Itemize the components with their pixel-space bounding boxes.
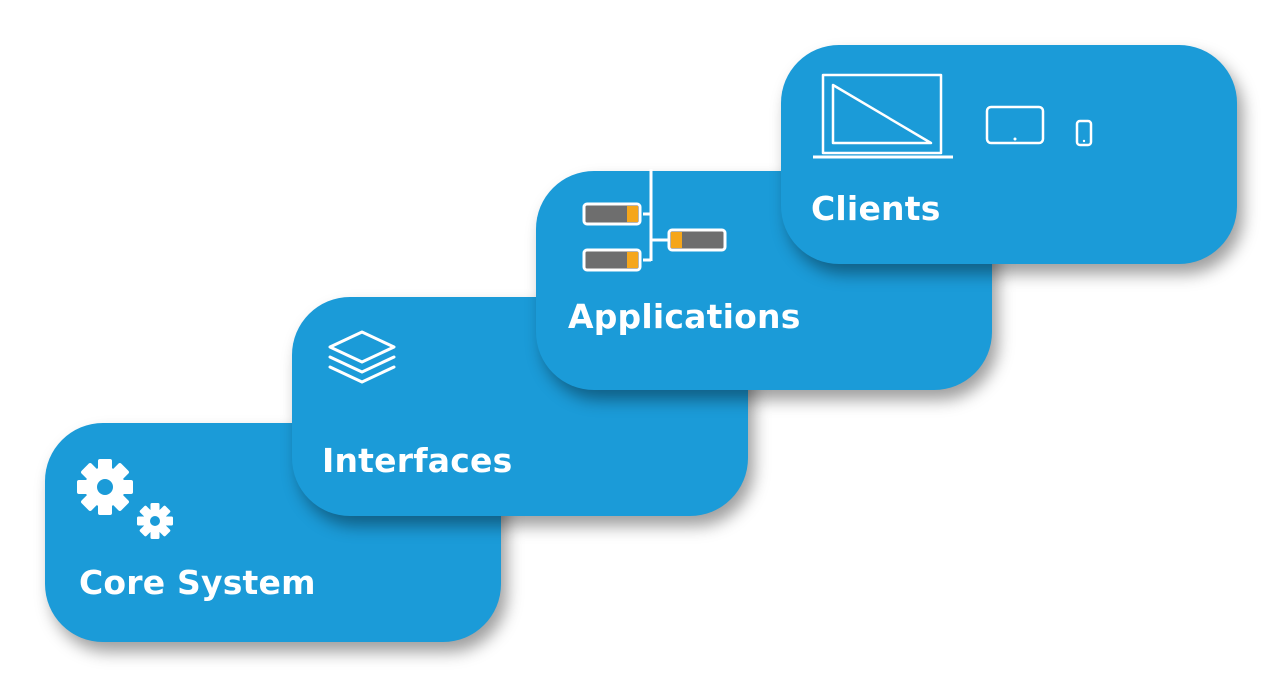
core-system-label: Core System [79,563,316,602]
clients-label: Clients [811,189,941,228]
interfaces-label: Interfaces [322,441,513,480]
app-flow-icon [582,169,727,272]
interfaces-card: Interfaces [292,297,748,516]
layers-icon [328,330,396,384]
gears-icon [77,459,173,539]
clients-card: Clients [781,45,1237,264]
devices-icon [813,73,1093,159]
applications-label: Applications [568,297,801,336]
